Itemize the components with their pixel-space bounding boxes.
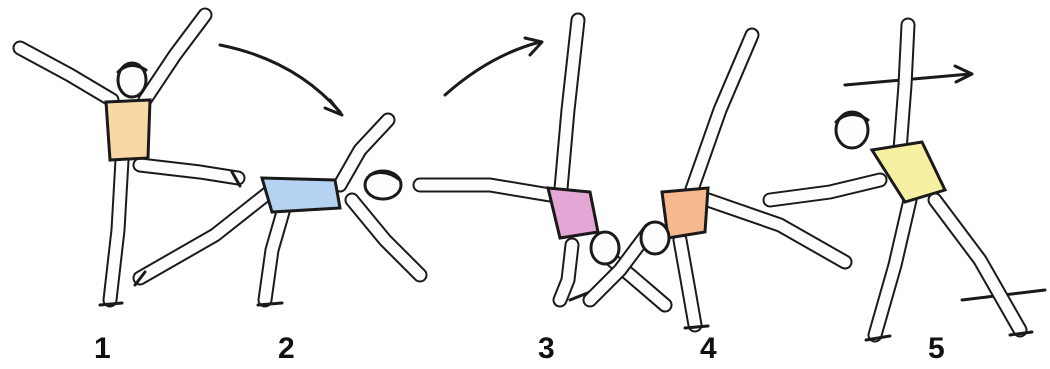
motion-arrow-1-to-2	[220, 45, 342, 115]
figure-5-top	[872, 142, 945, 202]
step-label-2: 2	[278, 334, 295, 364]
figure-4-inverted	[590, 35, 845, 328]
step-label-5: 5	[928, 334, 945, 364]
figure-1-standing	[20, 15, 240, 305]
figure-2-top	[262, 178, 340, 212]
figure-1-top	[106, 100, 150, 160]
step-label-1: 1	[94, 334, 111, 364]
step-label-4: 4	[700, 334, 717, 364]
step-label-3: 3	[538, 334, 555, 364]
figure-3-top	[548, 188, 598, 238]
figure-2-bending	[135, 120, 420, 305]
figure-5-landing	[770, 25, 1032, 340]
motion-arrow-2-to-3	[445, 38, 542, 95]
